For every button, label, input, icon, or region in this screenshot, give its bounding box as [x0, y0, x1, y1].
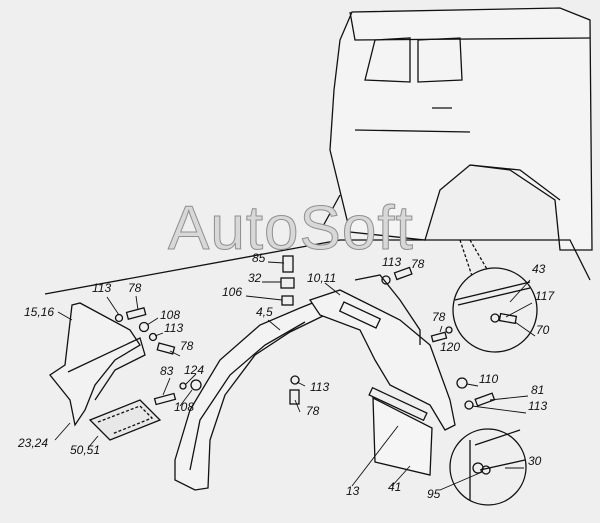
label-78: 78: [306, 404, 320, 418]
label-108: 108: [160, 308, 181, 322]
leader-lines: [54, 261, 536, 491]
label-10-11: 10,11: [307, 271, 337, 285]
label-113: 113: [528, 399, 548, 413]
label-81: 81: [531, 383, 545, 397]
label-106: 106: [222, 285, 243, 299]
label-70: 70: [536, 323, 550, 337]
label-108: 108: [174, 400, 195, 414]
label-23-24: 23,24: [18, 436, 49, 450]
label-110: 110: [479, 372, 499, 386]
label-117: 117: [535, 289, 555, 303]
label-4-5: 4,5: [256, 305, 273, 319]
mudflap: [368, 386, 433, 476]
rear-fender: [174, 299, 326, 491]
label-78: 78: [128, 281, 142, 295]
fender-bracket: [308, 274, 456, 431]
label-43: 43: [532, 262, 546, 276]
label-95: 95: [427, 487, 441, 501]
fasteners-left: [114, 306, 202, 406]
detail-circle-top: [452, 267, 538, 353]
autosoft-watermark: AutoSoft: [168, 194, 414, 263]
label-50-51: 50,51: [70, 443, 101, 457]
label-13: 13: [346, 484, 360, 498]
label-78: 78: [411, 257, 425, 271]
label-113: 113: [92, 281, 112, 295]
label-120: 120: [440, 340, 461, 354]
label-32: 32: [248, 271, 262, 285]
label-78: 78: [180, 339, 194, 353]
label-113: 113: [310, 380, 330, 394]
label-113: 113: [164, 321, 184, 335]
label-30: 30: [528, 454, 542, 468]
label-41: 41: [388, 480, 402, 494]
label-85: 85: [252, 251, 266, 265]
label-113: 113: [382, 255, 402, 269]
label-78: 78: [432, 310, 446, 324]
label-124: 124: [184, 363, 205, 377]
step-bracket: [49, 302, 162, 441]
truck-cab: [329, 7, 593, 251]
label-15-16: 15,16: [24, 305, 55, 319]
fasteners-center: [280, 255, 496, 410]
label-83: 83: [160, 364, 174, 378]
